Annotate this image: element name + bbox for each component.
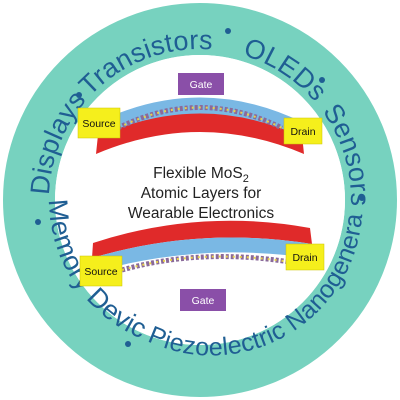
top-device: Source Gate Drain <box>77 73 323 154</box>
ring-dot <box>359 195 365 201</box>
bottom-mos2-layer-atoms <box>121 255 291 271</box>
bottom-drain-label: Drain <box>292 252 317 264</box>
outer-ring <box>3 3 397 397</box>
bottom-gate-electrode <box>180 289 226 311</box>
top-drain-electrode <box>283 117 323 145</box>
ring-dot <box>76 92 82 98</box>
center-title-line1: Flexible MoS2 <box>153 165 249 185</box>
ring-dot <box>225 28 231 34</box>
top-dielectric <box>96 97 304 137</box>
bottom-mos2-layer <box>121 254 291 273</box>
top-source-electrode <box>77 107 121 139</box>
ring-dot <box>35 219 41 225</box>
bottom-substrate <box>92 220 312 258</box>
top-gate-electrode <box>178 73 224 95</box>
center-title-line2: Atomic Layers for <box>141 185 262 202</box>
top-drain-label: Drain <box>290 126 315 138</box>
bottom-gate-label: Gate <box>192 295 215 307</box>
top-source-label: Source <box>82 118 115 130</box>
bottom-source-electrode <box>79 255 123 287</box>
bottom-drain-electrode <box>285 243 325 271</box>
top-substrate <box>96 111 304 154</box>
top-mos2-layer-atoms <box>117 106 283 129</box>
bottom-device: Source Gate Drain <box>79 220 325 311</box>
center-title-line3: Wearable Electronics <box>128 205 274 222</box>
bottom-dielectric <box>92 237 312 272</box>
ring-dot <box>319 77 325 83</box>
subscript-2: 2 <box>243 173 249 185</box>
top-gate-label: Gate <box>190 79 213 91</box>
ring-dot <box>125 341 131 347</box>
bottom-source-label: Source <box>84 266 117 278</box>
